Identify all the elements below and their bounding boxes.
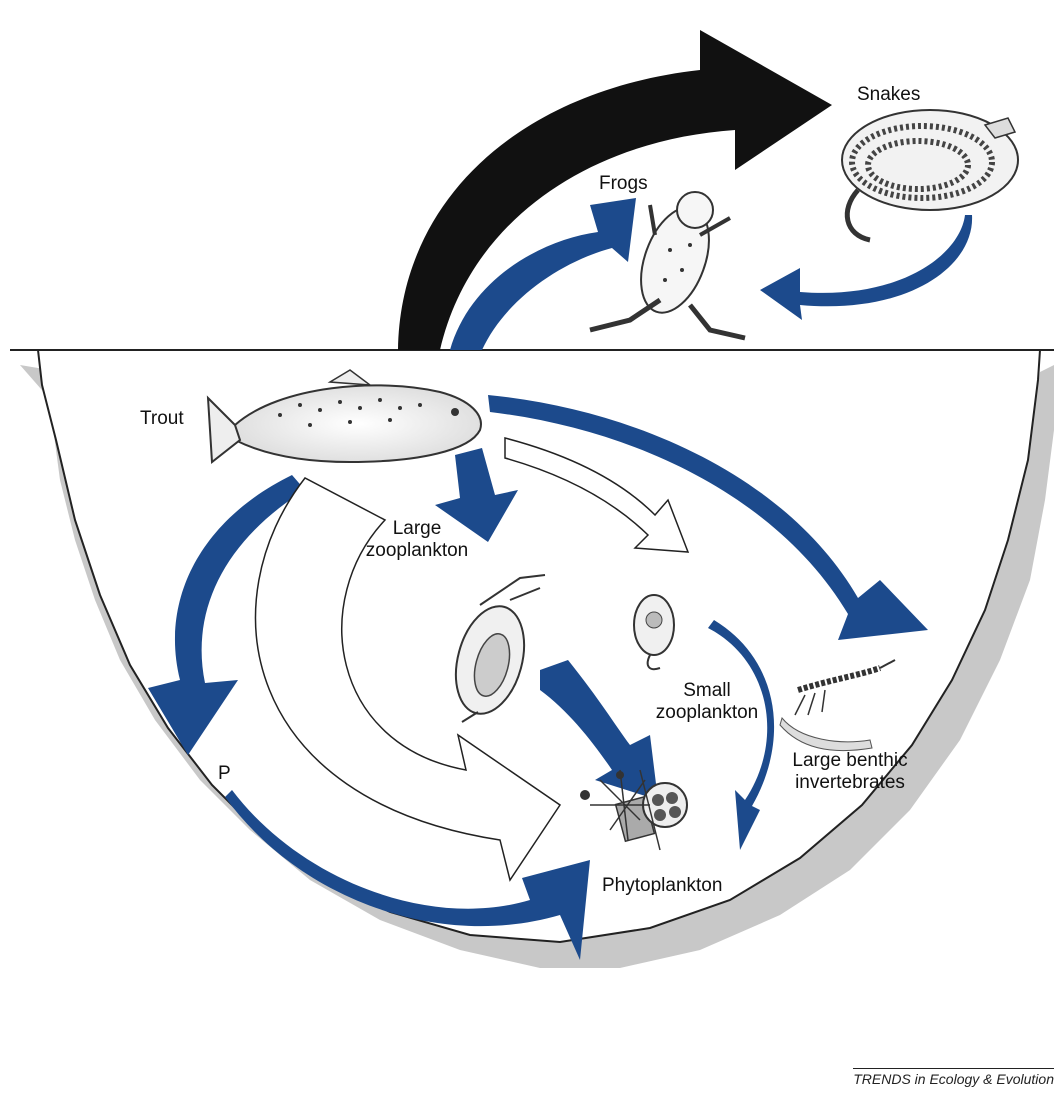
label-p: P <box>218 763 231 785</box>
arrow-snakes-to-frogs <box>760 215 972 320</box>
label-trout: Trout <box>140 408 184 430</box>
label-small-zooplankton: Small zooplankton <box>642 680 772 724</box>
label-large-benthic: Large benthic invertebrates <box>770 750 930 794</box>
label-phytoplankton: Phytoplankton <box>602 875 722 897</box>
label-large-zooplankton-line2: zooplankton <box>352 540 482 562</box>
credit-line: TRENDS in Ecology & Evolution <box>853 1068 1054 1087</box>
label-snakes: Snakes <box>857 84 920 106</box>
snake-icon <box>842 110 1018 240</box>
label-small-zooplankton-line2: zooplankton <box>642 702 772 724</box>
label-frogs: Frogs <box>599 173 648 195</box>
label-large-benthic-line1: Large benthic <box>770 750 930 772</box>
label-large-zooplankton-line1: Large <box>352 518 482 540</box>
label-large-benthic-line2: invertebrates <box>770 772 930 794</box>
label-small-zooplankton-line1: Small <box>642 680 772 702</box>
label-large-zooplankton: Large zooplankton <box>352 518 482 562</box>
